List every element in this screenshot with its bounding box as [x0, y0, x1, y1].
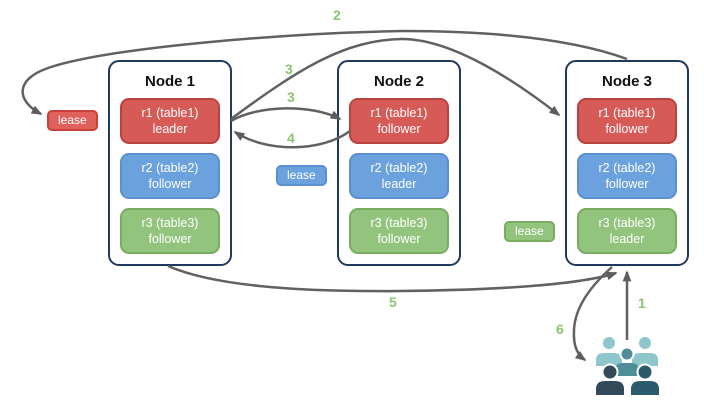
step-label-3a: 3: [285, 61, 293, 77]
replica-name: r1 (table1): [141, 105, 199, 120]
node-1-box: Node 1 r1 (table1) leader r2 (table2) fo…: [108, 60, 232, 266]
replica-role: follower: [148, 232, 192, 246]
replica-name: r3 (table3): [370, 215, 428, 230]
replica-name: r2 (table2): [370, 160, 428, 175]
replica-role: follower: [605, 177, 649, 191]
replica-name: r1 (table1): [598, 105, 656, 120]
step-label-2: 2: [333, 7, 341, 23]
arrow-step-3-node1-to-node2: [230, 107, 342, 123]
replica-role: follower: [377, 122, 421, 136]
replica-name: r3 (table3): [598, 215, 656, 230]
step-label-6: 6: [556, 321, 564, 337]
replica-name: r1 (table1): [370, 105, 428, 120]
step-label-3b: 3: [287, 89, 295, 105]
node-2-box: Node 2 r1 (table1) follower r2 (table2) …: [337, 60, 461, 266]
replica-role: follower: [605, 122, 649, 136]
node-3-title: Node 3: [601, 73, 652, 90]
user-group-icon: [596, 335, 659, 395]
replica-role: leader: [152, 122, 188, 136]
arrow-step-5-node1-to-node3: [167, 264, 618, 293]
node-1-title: Node 1: [144, 73, 195, 90]
node2-replica-r3: r3 (table3) follower: [349, 208, 449, 254]
step-label-5: 5: [389, 294, 397, 310]
step-label-1: 1: [638, 295, 646, 311]
node2-replica-r1: r1 (table1) follower: [349, 98, 449, 144]
node3-replica-r2: r2 (table2) follower: [577, 153, 677, 199]
node-3-box: Node 3 r1 (table1) follower r2 (table2) …: [565, 60, 689, 266]
replica-name: r3 (table3): [141, 215, 199, 230]
lease-badge-green: lease: [504, 221, 555, 242]
lease-badge-blue: lease: [276, 165, 327, 186]
replica-name: r2 (table2): [141, 160, 199, 175]
replica-role: follower: [377, 232, 421, 246]
node1-replica-r3: r3 (table3) follower: [120, 208, 220, 254]
replica-role: leader: [381, 177, 417, 191]
node2-replica-r2: r2 (table2) leader: [349, 153, 449, 199]
arrow-step-6-node3-to-clients: [572, 266, 613, 362]
step-label-4: 4: [287, 130, 295, 146]
node3-replica-r3: r3 (table3) leader: [577, 208, 677, 254]
node1-replica-r2: r2 (table2) follower: [120, 153, 220, 199]
node1-replica-r1: r1 (table1) leader: [120, 98, 220, 144]
lease-badge-red: lease: [47, 110, 98, 131]
replica-name: r2 (table2): [598, 160, 656, 175]
node3-replica-r1: r1 (table1) follower: [577, 98, 677, 144]
replica-role: leader: [609, 232, 645, 246]
replica-role: follower: [148, 177, 192, 191]
node-2-title: Node 2: [373, 73, 424, 90]
